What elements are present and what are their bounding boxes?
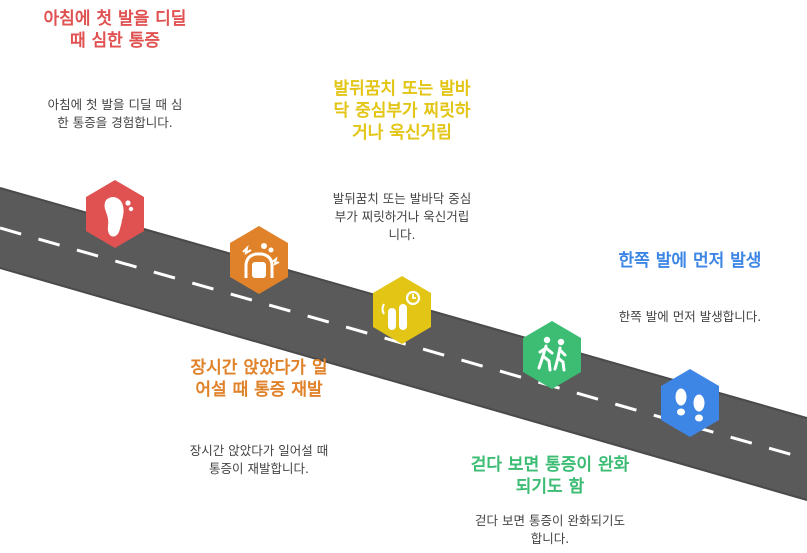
step-1-title: 아침에 첫 발을 디딜 때 심한 통증 xyxy=(43,9,187,51)
step-4-desc-block: 걷다 보면 통증이 완화되기도 합니다. xyxy=(474,512,626,548)
step-3-block: 발뒤꿈치 또는 발바닥 중심부가 찌릿하거나 욱신거림 xyxy=(326,78,478,144)
step-1-description: 아침에 첫 발을 디딜 때 심한 통증을 경험합니다. xyxy=(47,97,183,130)
step-5-block: 한쪽 발에 먼저 발생 xyxy=(616,250,764,272)
foot-pain-icon xyxy=(104,197,134,237)
step-4-title: 걷다 보면 통증이 완화되기도 함 xyxy=(470,455,630,497)
step-5-hexagon xyxy=(661,369,719,437)
step-5-description: 한쪽 발에 먼저 발생합니다. xyxy=(618,309,762,324)
step-4-hexagon xyxy=(523,321,581,389)
step-4-block: 걷다 보면 통증이 완화되기도 함 xyxy=(466,454,634,498)
step-3-marker xyxy=(373,276,431,344)
standing-pain-icon xyxy=(242,243,280,278)
step-1-marker xyxy=(86,180,144,248)
step-1-block: 아침에 첫 발을 디딜 때 심한 통증 xyxy=(40,8,190,52)
step-4-description: 걷다 보면 통증이 완화되기도 합니다. xyxy=(475,513,625,546)
step-5-desc-block: 한쪽 발에 먼저 발생합니다. xyxy=(616,308,764,326)
footprints-icon xyxy=(675,388,705,422)
step-1-desc-block: 아침에 첫 발을 디딜 때 심한 통증을 경험합니다. xyxy=(42,96,188,132)
step-2-desc-block: 장시간 앉았다가 일어설 때 통증이 재발합니다. xyxy=(186,442,332,478)
step-5-title: 한쪽 발에 먼저 발생 xyxy=(618,251,762,271)
step-3-desc-block: 발뒤꿈치 또는 발바닥 중심부가 찌릿하거나 욱신거립니다. xyxy=(330,190,474,244)
step-3-description: 발뒤꿈치 또는 발바닥 중심부가 찌릿하거나 욱신거립니다. xyxy=(332,191,472,242)
road-edge-bottom xyxy=(0,267,807,501)
step-4-marker xyxy=(523,321,581,389)
step-2-block: 장시간 앉았다가 일어설 때 통증 재발 xyxy=(185,357,333,401)
step-5-marker xyxy=(661,369,719,437)
walking-people-icon xyxy=(537,336,567,372)
tingling-foot-icon xyxy=(381,290,421,330)
step-2-marker xyxy=(230,226,288,294)
step-3-title: 발뒤꿈치 또는 발바닥 중심부가 찌릿하거나 욱신거림 xyxy=(333,79,471,143)
step-2-description: 장시간 앉았다가 일어설 때 통증이 재발합니다. xyxy=(189,443,329,476)
step-2-title: 장시간 앉았다가 일어설 때 통증 재발 xyxy=(190,358,328,400)
